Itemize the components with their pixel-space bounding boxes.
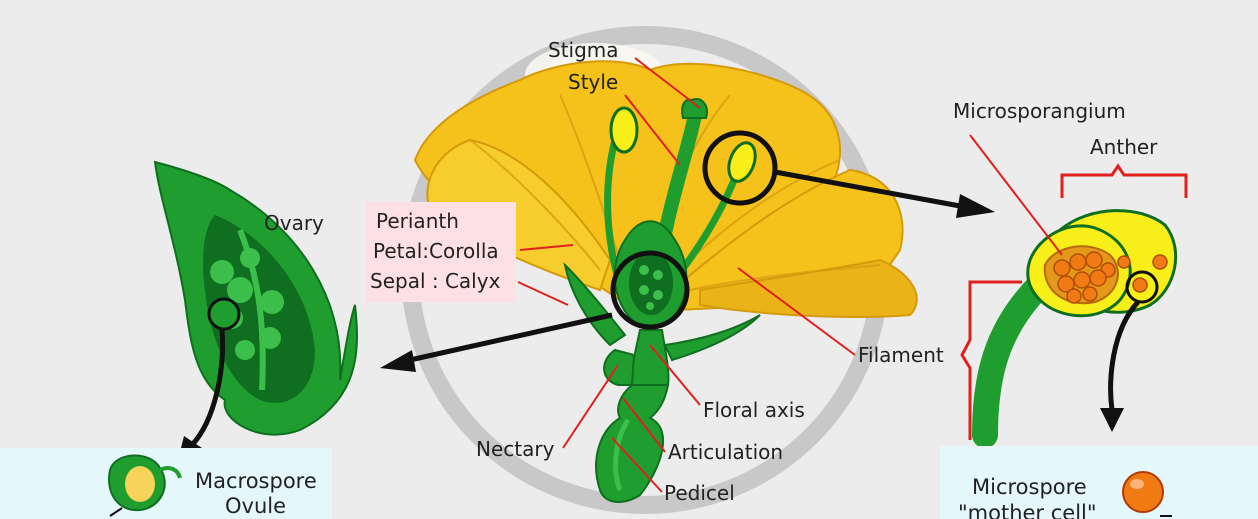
style-label: Style — [568, 70, 618, 94]
stamen-anther-left — [611, 108, 637, 152]
mother-cell-label: "mother cell" — [958, 501, 1097, 519]
ovule-zoom-circle — [209, 299, 239, 329]
nectary-label: Nectary — [476, 437, 555, 461]
floral-axis-label: Floral axis — [703, 398, 805, 422]
macrospore-nucellus — [125, 466, 155, 502]
anther-label: Anther — [1090, 135, 1158, 159]
anther-bracket — [1062, 166, 1186, 198]
pollen-arrow-head — [1100, 408, 1124, 432]
ovary-label: Ovary — [264, 211, 324, 235]
pollen-arrow — [1111, 302, 1138, 410]
petal-corolla-label: Petal:Corolla — [373, 239, 499, 263]
articulation-label: Articulation — [668, 440, 783, 464]
macrospore-panel: Macrospore Ovule — [0, 448, 332, 519]
perianth-label: Perianth — [376, 209, 459, 233]
stigma-label: Stigma — [548, 38, 619, 62]
stamen-filament — [985, 285, 1040, 435]
microspore-cell-icon — [1123, 472, 1163, 512]
filament-label: Filament — [858, 343, 944, 367]
ovule-label: Ovule — [225, 494, 286, 518]
macrospore-label: Macrospore — [195, 469, 317, 493]
microspore-cell-highlight — [1130, 479, 1144, 489]
pistil-stigma — [682, 99, 707, 118]
ovary-detail: Ovary — [155, 162, 357, 460]
microsporangium-label: Microsporangium — [953, 99, 1126, 123]
sepal-right — [665, 315, 760, 360]
sepal-calyx-label: Sepal : Calyx — [370, 269, 501, 293]
floral-axis — [632, 330, 669, 385]
pedicel-label: Pedicel — [664, 481, 735, 505]
microspore-label: Microspore — [972, 475, 1087, 499]
stamen-detail: Microsporangium Anther — [953, 99, 1186, 440]
microspore-panel: Microspore "mother cell" — [940, 446, 1258, 519]
